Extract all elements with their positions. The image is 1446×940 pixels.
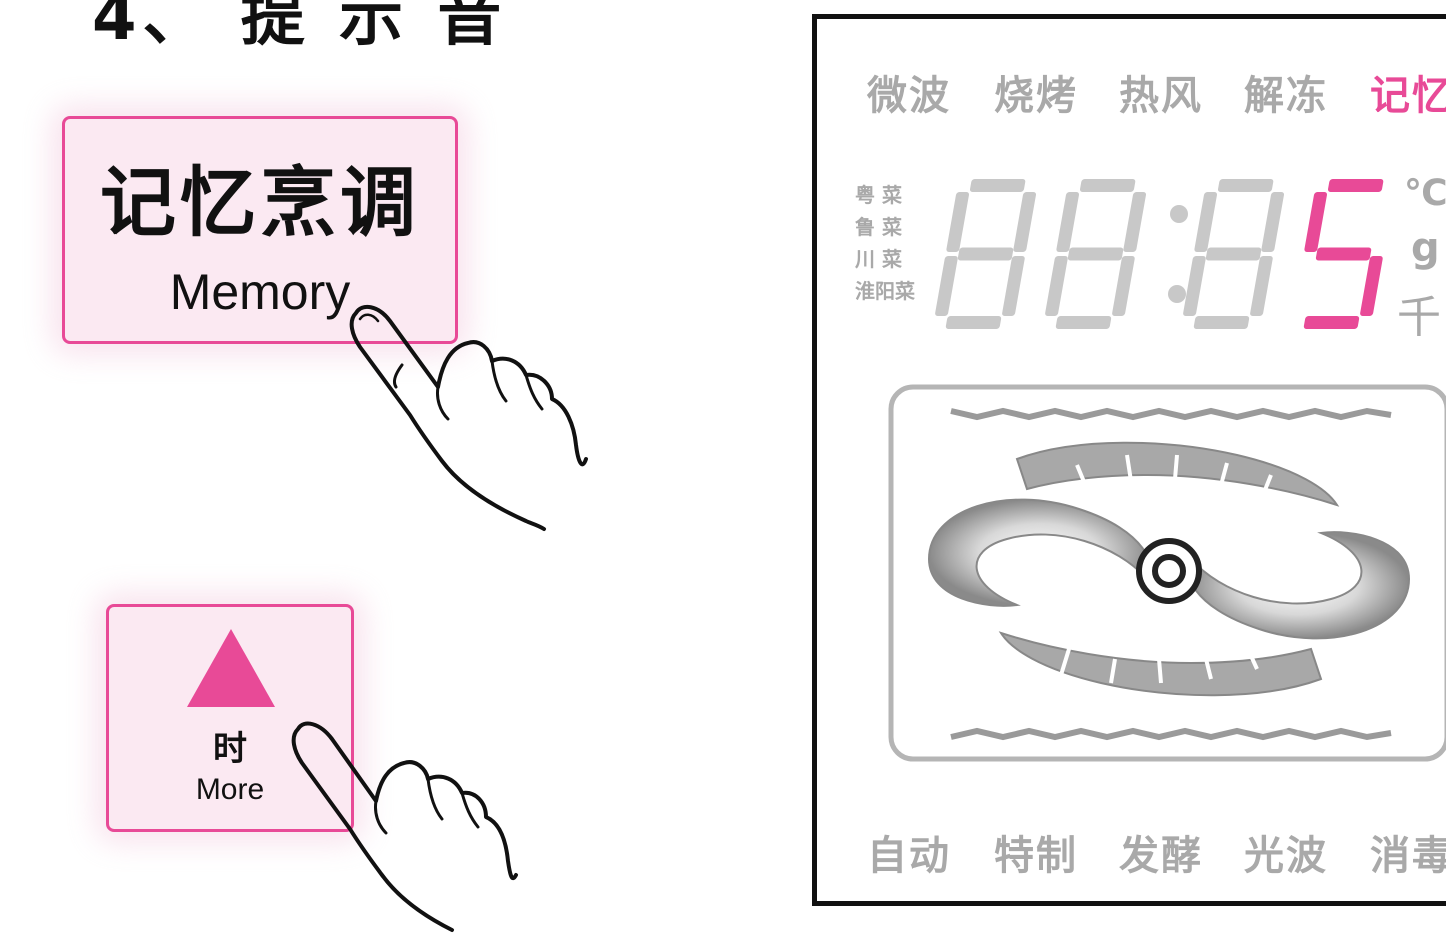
unit-celsius: ℃ xyxy=(1404,173,1446,214)
digit-segment xyxy=(1217,179,1274,192)
digit-segment xyxy=(1304,192,1328,252)
digit-segment xyxy=(1183,256,1206,316)
pointing-hand-icon xyxy=(291,721,518,932)
unit-kilo: 千 xyxy=(1397,292,1441,343)
menu-label-sichuan: 川 菜 xyxy=(855,247,902,271)
colon-dot xyxy=(1168,285,1186,303)
digit-segment xyxy=(957,247,1014,261)
turntable-window xyxy=(888,384,1446,762)
digit-segment xyxy=(1303,316,1360,329)
digit-segment xyxy=(945,316,1002,329)
memory-button-label-en: Memory xyxy=(169,264,351,320)
more-button[interactable]: 时 More xyxy=(106,604,354,832)
digit-segment xyxy=(935,256,958,316)
up-arrow-icon xyxy=(187,629,275,707)
mode-light-wave: 光波 xyxy=(1244,833,1328,879)
digit-segment xyxy=(1079,179,1136,192)
display-digit xyxy=(1303,179,1384,329)
display-digit xyxy=(935,179,1037,329)
menu-label-huaiyang: 淮阳菜 xyxy=(855,279,915,303)
digit-segment xyxy=(1112,256,1135,316)
cooking-swirl-icon xyxy=(927,441,1411,697)
digit-segment xyxy=(1056,192,1080,252)
mode-convection: 热风 xyxy=(1119,73,1203,119)
unit-gram: g xyxy=(1411,225,1440,271)
digit-segment xyxy=(1045,256,1068,316)
digit-segment xyxy=(946,192,970,252)
digit-segment xyxy=(969,179,1026,192)
memory-button-label-cn: 记忆烹调 xyxy=(100,158,420,247)
mode-defrost: 解冻 xyxy=(1244,73,1328,119)
digit-segment xyxy=(1013,192,1037,252)
mode-sterilize: 消毒 xyxy=(1370,833,1446,879)
section-heading: 4、 提 示 音 xyxy=(92,0,508,55)
mode-special: 特制 xyxy=(994,833,1078,879)
display-digit xyxy=(1045,179,1147,329)
seven-segment-display xyxy=(935,179,1384,329)
mode-grill: 烧烤 xyxy=(994,73,1078,119)
digit-segment xyxy=(1250,256,1273,316)
mode-microwave: 微波 xyxy=(867,73,951,119)
digit-segment xyxy=(1261,192,1285,252)
more-button-label-en: More xyxy=(195,773,265,806)
digit-segment xyxy=(1315,247,1372,261)
menu-label-shandong: 鲁 菜 xyxy=(855,215,902,239)
digit-segment xyxy=(1327,179,1384,192)
digit-segment xyxy=(1002,256,1025,316)
display-digit xyxy=(1183,179,1285,329)
more-button-label-cn: 时 xyxy=(213,729,247,769)
digit-segment xyxy=(1205,247,1262,261)
digit-segment xyxy=(1123,192,1147,252)
menu-label-cantonese: 粤 菜 xyxy=(855,183,902,207)
colon-dot xyxy=(1170,205,1188,223)
digit-segment xyxy=(1194,192,1218,252)
mode-ferment: 发酵 xyxy=(1119,833,1203,879)
digit-segment xyxy=(1055,316,1112,329)
mode-auto: 自动 xyxy=(867,833,951,879)
digit-segment xyxy=(1360,256,1383,316)
digit-segment xyxy=(1193,316,1250,329)
memory-button[interactable]: 记忆烹调 Memory xyxy=(62,116,458,344)
pointing-hand-icon xyxy=(349,304,588,531)
display-panel: 微波 烧烤 热风 解冻 记忆 粤 菜 鲁 菜 川 菜 淮阳菜 ℃ g 千 xyxy=(812,14,1446,906)
mode-memory: 记忆 xyxy=(1370,73,1446,119)
digit-segment xyxy=(1067,247,1124,261)
